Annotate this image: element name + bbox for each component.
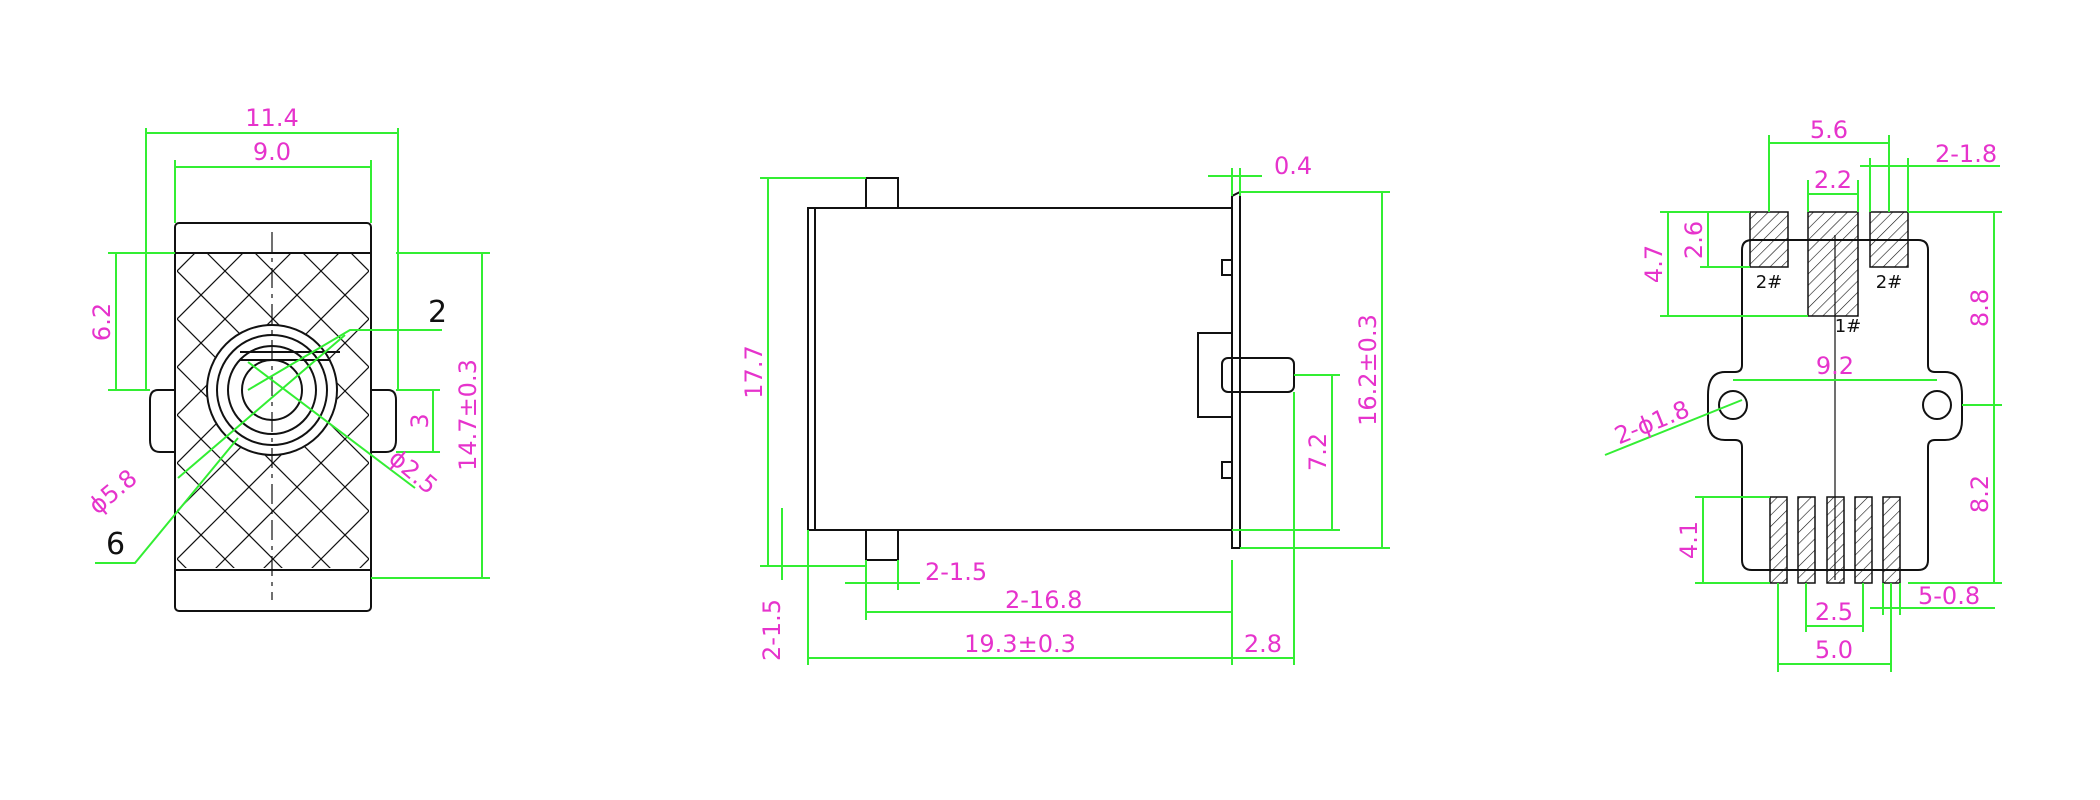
dim-shaft-height: 7.2 xyxy=(1304,433,1332,471)
dim-center-pad: 2.2 xyxy=(1814,166,1852,194)
pin-label-right: 2# xyxy=(1876,272,1903,293)
dim-tab-spacing: 2-16.8 xyxy=(1005,586,1082,614)
pin-5 xyxy=(1882,496,1901,584)
dim-pad-height: 2.6 xyxy=(1680,221,1708,259)
dim-shaft-length: 2.8 xyxy=(1244,630,1282,658)
pad-left xyxy=(1749,211,1789,268)
callout-6: 6 xyxy=(106,527,125,562)
front-body xyxy=(149,222,397,612)
front-view: 11.4 9.0 6.2 14.7±0.3 3 2 xyxy=(83,104,490,612)
bottom-view: 2# 2# 1# 5.6 2-1.8 2.2 xyxy=(1604,116,2002,672)
pin-2 xyxy=(1797,496,1816,584)
dim-tab-offset: 2-1.5 xyxy=(758,599,786,661)
pin-4 xyxy=(1854,496,1873,584)
callout-2: 2 xyxy=(428,295,447,330)
dim-length: 19.3±0.3 xyxy=(964,630,1076,658)
dim-pad-span: 5.6 xyxy=(1810,116,1848,144)
bottom-dimensions: 5.6 2-1.8 2.2 2.6 4.7 8.8 xyxy=(1604,116,2002,672)
dim-width-outer: 11.4 xyxy=(245,104,298,132)
pin-label-left: 2# xyxy=(1756,272,1783,293)
pad-center xyxy=(1807,211,1859,317)
side-body xyxy=(807,177,1295,561)
dim-upper-total: 8.8 xyxy=(1966,289,1994,327)
dim-pin-pitch: 2.5 xyxy=(1815,598,1853,626)
dim-pad-width: 2-1.8 xyxy=(1935,140,1997,168)
dim-lower-total: 8.2 xyxy=(1966,475,1994,513)
pin-1 xyxy=(1769,496,1788,584)
dim-height: 17.7 xyxy=(740,345,768,398)
dim-width-inner: 9.0 xyxy=(253,138,291,166)
dim-pin-height: 4.1 xyxy=(1675,521,1703,559)
side-dimensions: 17.7 0.4 16.2±0.3 7.2 2-1.5 2- xyxy=(740,152,1390,665)
dim-pin-span: 5.0 xyxy=(1815,636,1853,664)
dim-height-total: 14.7±0.3 xyxy=(454,359,482,471)
dim-hole-span: 9.2 xyxy=(1816,352,1854,380)
dim-tab-width: 2-1.5 xyxy=(925,558,987,586)
dim-hole-dia: 2-ϕ1.8 xyxy=(1611,395,1694,450)
dim-tab: 3 xyxy=(406,413,434,428)
side-view: 17.7 0.4 16.2±0.3 7.2 2-1.5 2- xyxy=(740,152,1390,665)
pin-3 xyxy=(1826,496,1845,584)
pin-label-center: 1# xyxy=(1835,316,1862,337)
bottom-body: 2# 2# 1# xyxy=(1707,211,1963,584)
dim-upper-height: 4.7 xyxy=(1640,245,1668,283)
dim-height-body: 16.2±0.3 xyxy=(1354,314,1382,426)
dim-pin-width: 5-0.8 xyxy=(1918,582,1980,610)
pad-right xyxy=(1869,211,1909,268)
dim-flange: 0.4 xyxy=(1274,152,1312,180)
dim-height-upper: 6.2 xyxy=(88,303,116,341)
dim-dia-large: ϕ5.8 xyxy=(83,464,142,520)
